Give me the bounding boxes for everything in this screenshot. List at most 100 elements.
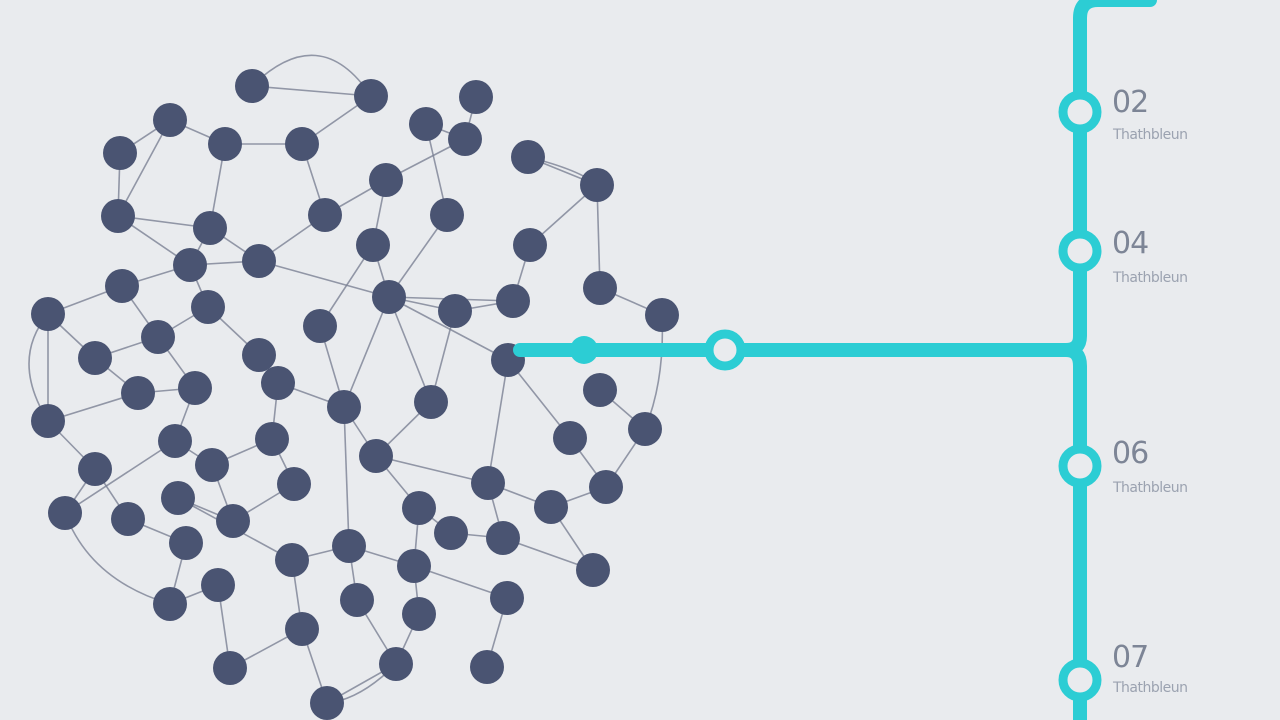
- graph-node: [397, 549, 431, 583]
- graph-node: [414, 385, 448, 419]
- graph-node: [379, 647, 413, 681]
- graph-node: [169, 526, 203, 560]
- graph-node: [78, 452, 112, 486]
- graph-node: [105, 269, 139, 303]
- graph-node: [201, 568, 235, 602]
- graph-edge: [644, 314, 664, 430]
- graph-node: [372, 280, 406, 314]
- timeline-marker-04: [1058, 229, 1102, 273]
- graph-node: [402, 491, 436, 525]
- step-number-02: 02: [1112, 85, 1149, 120]
- graph-node: [438, 294, 472, 328]
- graph-node: [101, 199, 135, 233]
- graph-node: [191, 290, 225, 324]
- step-label-04: Thathbleun: [1113, 270, 1188, 286]
- graph-node: [242, 244, 276, 278]
- graph-node: [141, 320, 175, 354]
- graph-node: [153, 103, 187, 137]
- graph-node: [583, 271, 617, 305]
- connector-ring: [704, 329, 746, 371]
- graph-node: [178, 371, 212, 405]
- graph-node: [490, 581, 524, 615]
- graph-node: [193, 211, 227, 245]
- graph-node: [275, 543, 309, 577]
- graph-node: [161, 481, 195, 515]
- graph-node: [589, 470, 623, 504]
- graph-edge: [487, 359, 509, 484]
- graph-node: [356, 228, 390, 262]
- graph-edge: [343, 296, 390, 408]
- graph-node: [409, 107, 443, 141]
- graph-nodes: [31, 69, 679, 720]
- graph-node: [158, 424, 192, 458]
- graph-node: [402, 597, 436, 631]
- graph-node: [285, 127, 319, 161]
- graph-node: [261, 366, 295, 400]
- graph-edge: [251, 85, 372, 97]
- graph-node: [121, 376, 155, 410]
- graph-node: [470, 650, 504, 684]
- graph-edge: [596, 184, 601, 289]
- graph-node: [255, 422, 289, 456]
- graph-edge: [258, 260, 390, 298]
- graph-node: [153, 587, 187, 621]
- step-number-06: 06: [1112, 436, 1149, 471]
- graph-node: [277, 467, 311, 501]
- graph-edge: [388, 296, 432, 403]
- timeline-marker-02: [1058, 90, 1102, 134]
- timeline-marker-07: [1058, 658, 1102, 702]
- graph-node: [31, 404, 65, 438]
- graph-node: [496, 284, 530, 318]
- graph-node: [332, 529, 366, 563]
- graph-node: [354, 79, 388, 113]
- timeline-lower-line: [1065, 343, 1087, 720]
- graph-node: [434, 516, 468, 550]
- graph-edge: [117, 119, 171, 217]
- graph-node: [173, 248, 207, 282]
- graph-node: [486, 521, 520, 555]
- step-number-07: 07: [1112, 640, 1149, 675]
- graph-node: [327, 390, 361, 424]
- timeline-marker-06: [1058, 444, 1102, 488]
- graph-node: [195, 448, 229, 482]
- graph-edge: [375, 455, 489, 484]
- graph-node: [580, 168, 614, 202]
- step-label-07: Thathbleun: [1113, 680, 1188, 696]
- graph-node: [471, 466, 505, 500]
- connector-joint: [570, 336, 598, 364]
- graph-edge: [343, 406, 350, 547]
- graph-node: [628, 412, 662, 446]
- graph-node: [459, 80, 493, 114]
- graph-node: [213, 651, 247, 685]
- graph-node: [583, 373, 617, 407]
- graph-node: [31, 297, 65, 331]
- graph-node: [242, 338, 276, 372]
- graph-edge: [388, 296, 509, 361]
- graph-node: [308, 198, 342, 232]
- graph-node: [216, 504, 250, 538]
- graph-node: [340, 583, 374, 617]
- timeline-branch-line: [513, 0, 1157, 357]
- graph-node: [310, 686, 344, 720]
- graph-edge: [64, 440, 176, 514]
- step-label-06: Thathbleun: [1113, 480, 1188, 496]
- graph-node: [359, 439, 393, 473]
- graph-node: [48, 496, 82, 530]
- graph-node: [511, 140, 545, 174]
- graph-node: [78, 341, 112, 375]
- graph-node: [645, 298, 679, 332]
- graph-node: [576, 553, 610, 587]
- graph-node: [111, 502, 145, 536]
- graph-node: [553, 421, 587, 455]
- graph-node: [369, 163, 403, 197]
- graph-node: [208, 127, 242, 161]
- graph-node: [103, 136, 137, 170]
- graph-edge: [251, 54, 372, 97]
- graph-node: [303, 309, 337, 343]
- timeline-connector: [513, 0, 1157, 720]
- graph-node: [285, 612, 319, 646]
- graph-node: [534, 490, 568, 524]
- graph-node: [513, 228, 547, 262]
